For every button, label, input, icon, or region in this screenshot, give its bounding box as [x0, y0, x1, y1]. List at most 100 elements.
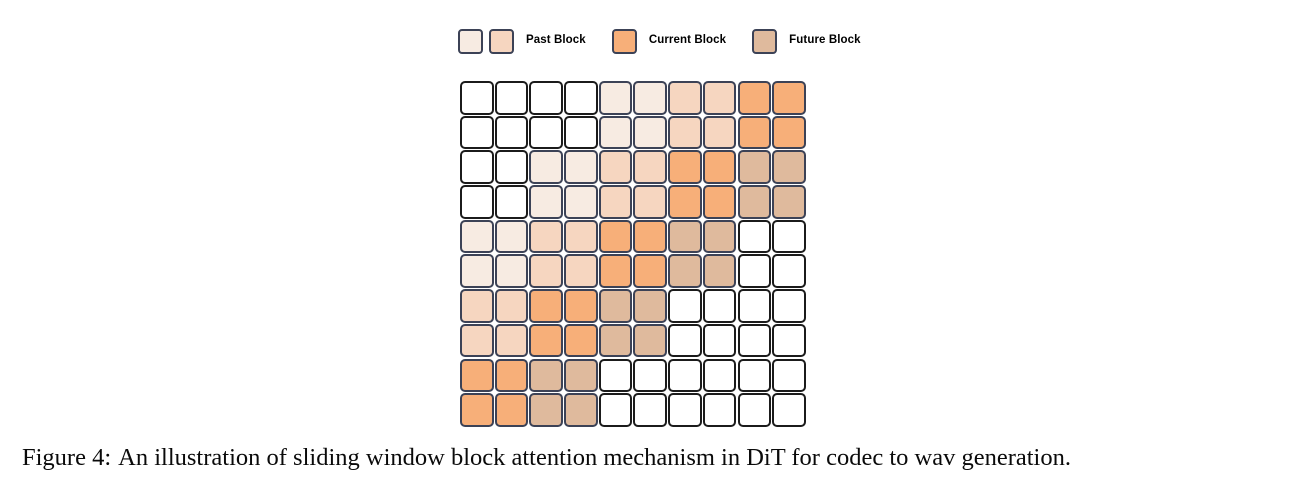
attention-cell	[633, 219, 668, 254]
attention-cell	[737, 115, 772, 150]
attention-cell	[668, 150, 702, 184]
attention-cell	[702, 358, 737, 393]
attention-cell	[702, 323, 737, 358]
attention-cell	[598, 323, 633, 358]
attention-cell	[460, 393, 494, 427]
attention-cell	[564, 254, 598, 289]
attention-cell	[633, 115, 668, 150]
attention-cell	[598, 219, 633, 254]
legend-item: Current Block	[611, 28, 727, 54]
attention-cell	[494, 219, 529, 254]
attention-cell	[564, 323, 598, 358]
attention-cell	[494, 81, 529, 115]
attention-cell	[564, 289, 598, 323]
attention-cell	[529, 219, 563, 254]
attention-cell	[529, 254, 563, 289]
figure-caption-label: Figure 4:	[22, 444, 112, 471]
attention-cell	[668, 185, 702, 219]
attention-cell	[633, 323, 668, 358]
attention-cell	[460, 219, 494, 254]
attention-cell	[564, 150, 598, 184]
attention-cell	[633, 358, 668, 393]
figure-caption-text: An illustration of sliding window block …	[118, 444, 1071, 471]
attention-cell	[460, 81, 494, 115]
attention-cell	[460, 115, 494, 150]
legend-swatch	[611, 28, 637, 54]
attention-cell	[668, 358, 702, 393]
attention-cell	[772, 150, 806, 184]
attention-cell	[494, 393, 529, 427]
attention-cell	[772, 254, 806, 289]
attention-cell	[564, 358, 598, 393]
attention-cell	[772, 185, 806, 219]
attention-cell	[598, 289, 633, 323]
legend-label: Current Block	[648, 34, 727, 47]
attention-cell	[460, 185, 494, 219]
legend-swatch-group	[458, 28, 514, 54]
attention-cell	[772, 323, 806, 358]
attention-cell	[633, 81, 668, 115]
attention-cell	[598, 393, 633, 427]
attention-cell	[668, 219, 702, 254]
attention-cell	[668, 254, 702, 289]
attention-cell	[702, 185, 737, 219]
attention-cell	[598, 81, 633, 115]
attention-cell	[633, 393, 668, 427]
attention-cell	[529, 115, 563, 150]
attention-cell	[460, 323, 494, 358]
attention-cell	[668, 81, 702, 115]
legend-swatch	[458, 28, 483, 54]
attention-cell	[737, 81, 772, 115]
attention-cell	[633, 254, 668, 289]
attention-cell	[737, 219, 772, 254]
attention-cell	[737, 393, 772, 427]
attention-cell	[460, 358, 494, 393]
attention-cell	[529, 358, 563, 393]
attention-cell	[598, 150, 633, 184]
attention-cell	[564, 393, 598, 427]
attention-grid	[460, 81, 806, 427]
legend-swatch	[752, 28, 778, 54]
attention-cell	[737, 358, 772, 393]
attention-cell	[702, 81, 737, 115]
attention-cell	[598, 185, 633, 219]
legend-label: Past Block	[526, 34, 586, 47]
attention-cell	[772, 393, 806, 427]
attention-cell	[494, 185, 529, 219]
attention-cell	[529, 185, 563, 219]
attention-cell	[529, 289, 563, 323]
attention-cell	[737, 185, 772, 219]
legend-swatch	[489, 28, 514, 54]
attention-cell	[494, 150, 529, 184]
attention-cell	[494, 254, 529, 289]
attention-cell	[494, 115, 529, 150]
attention-cell	[564, 185, 598, 219]
attention-cell	[598, 115, 633, 150]
attention-cell	[737, 323, 772, 358]
attention-cell	[772, 115, 806, 150]
attention-cell	[564, 219, 598, 254]
attention-cell	[598, 358, 633, 393]
attention-cell	[494, 289, 529, 323]
attention-cell	[494, 358, 529, 393]
attention-cell	[702, 254, 737, 289]
legend-swatch-group	[752, 28, 778, 54]
attention-cell	[633, 150, 668, 184]
attention-cell	[772, 81, 806, 115]
attention-cell	[702, 393, 737, 427]
attention-cell	[772, 289, 806, 323]
attention-cell	[460, 289, 494, 323]
legend-swatch-group	[611, 28, 637, 54]
attention-cell	[529, 323, 563, 358]
attention-cell	[564, 115, 598, 150]
attention-cell	[702, 289, 737, 323]
attention-cell	[702, 115, 737, 150]
attention-cell	[668, 289, 702, 323]
attention-cell	[529, 393, 563, 427]
attention-cell	[460, 150, 494, 184]
attention-cell	[529, 150, 563, 184]
attention-cell	[460, 254, 494, 289]
attention-cell	[633, 289, 668, 323]
